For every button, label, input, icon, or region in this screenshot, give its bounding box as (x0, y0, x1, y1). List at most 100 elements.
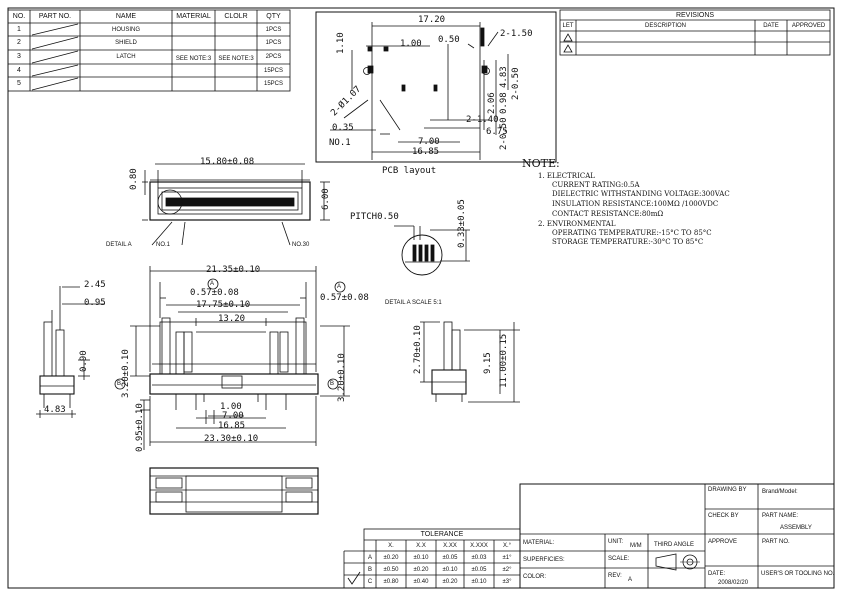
tb-part-name: PART NAME: (762, 513, 799, 519)
bom-row-no: 2 (17, 39, 21, 46)
note-line: CURRENT RATING:0.5A (552, 181, 640, 189)
bom-header-no: NO. (12, 13, 26, 20)
top-label-no30: NO.30 (292, 242, 310, 248)
front-datum-b-right: B (330, 381, 335, 387)
top-view-lines (142, 163, 330, 246)
pcb-dim-4-83: 4.83 (499, 66, 509, 88)
tolerance-cell: ±0.20 (383, 555, 399, 561)
revisions-description: DESCRIPTION (644, 23, 686, 29)
revisions-title: REVISIONS (675, 12, 715, 19)
pcb-dim-1-10: 1.10 (336, 32, 346, 54)
tolerance-col: X.XXX (470, 543, 488, 549)
title-block-lines (519, 483, 835, 589)
tb-color: COLOR: (523, 574, 547, 580)
bom-table-lines (7, 9, 291, 92)
bom-row-no: 1 (17, 26, 21, 33)
front-dim-1-00: 1.00 (220, 402, 242, 412)
right-side-view-lines (420, 321, 520, 403)
detail-a-lines (394, 225, 470, 276)
tolerance-col: X.XX (443, 543, 457, 549)
revisions-lines (559, 9, 831, 56)
bom-row-qty: 1PCS (265, 27, 282, 33)
top-dim-6-00: 6.00 (321, 188, 331, 210)
front-dim-0-95: 0.95±0.10 (135, 403, 145, 452)
tb-part-no: PART NO. (762, 539, 790, 545)
pcb-dim-1-00: 1.00 (400, 39, 422, 49)
front-datum-b-left: B (117, 381, 122, 387)
tb-drawing-by: DRAWING BY (708, 487, 747, 493)
pcb-dim-2-1-40: 2-1.40 (466, 115, 499, 125)
bom-header-name: NAME (115, 13, 137, 20)
pcb-dim-2-1-50: 2-1.50 (500, 29, 533, 39)
pcb-dim-0-98: 0.98 (499, 92, 509, 114)
front-dim-17-75: 17.75±0.10 (196, 300, 251, 310)
tb-check-by: CHECK BY (708, 513, 739, 519)
right-dim-11-00: 11.00±0.15 (499, 333, 509, 388)
bom-row-name: LATCH (116, 54, 136, 60)
front-dim-16-85: 16.85 (218, 421, 246, 431)
revisions-approved: APPROVED (791, 23, 826, 29)
pcb-dim-2-0-50-a: 2-0.50 (511, 67, 521, 100)
pcb-caption: PCB layout (382, 166, 437, 176)
bom-row-name: SHIELD (115, 40, 137, 46)
bom-row-name: HOUSING (111, 27, 140, 33)
bom-color-note: SEE NOTE:3 (218, 56, 254, 62)
tolerance-cell: ±0.05 (442, 555, 458, 561)
tolerance-col: X.° (502, 543, 512, 549)
tolerance-row-key: A (367, 555, 372, 561)
detail-dim-0-33: 0.33±0.05 (457, 199, 467, 248)
pcb-dim-17-20: 17.20 (418, 15, 446, 25)
tolerance-cell: ±2° (502, 567, 512, 573)
tolerance-row-key: B (367, 567, 372, 573)
pcb-dim-7-00: 7.00 (418, 137, 440, 147)
detail-pitch: PITCH0.50 (350, 212, 399, 222)
tb-date: DATE: (708, 571, 726, 577)
tb-users-tooling: USER'S OR TOOLING NO. (761, 571, 835, 577)
right-dim-2-70: 2.70±0.10 (413, 325, 423, 374)
tb-part-name-value: ASSEMBLY (780, 525, 812, 531)
tb-approve: APPROVE (708, 539, 738, 545)
tb-date-value: 2008/02/20 (718, 580, 749, 586)
tolerance-cell: ±0.20 (442, 579, 458, 585)
front-dim-23-30: 23.30±0.10 (204, 434, 259, 444)
left-dim-0-95: 0.95 (84, 298, 106, 308)
tb-scale: SCALE: (608, 556, 630, 562)
bom-row-no: 5 (17, 80, 21, 87)
tolerance-cell: ±0.10 (471, 579, 487, 585)
tolerance-row-key: C (367, 579, 373, 585)
left-side-view-lines (36, 286, 105, 418)
top-dim-0-80: 0.80 (129, 168, 139, 190)
front-dim-13-20: 13.20 (218, 314, 246, 324)
tolerance-cell: ±3° (502, 579, 512, 585)
pcb-layout-lines (315, 11, 557, 163)
bom-row-qty: 15PCS (263, 81, 283, 87)
front-datum-a-left: A (210, 281, 215, 287)
top-label-no1: NO.1 (156, 242, 171, 248)
bottom-view-lines (149, 467, 319, 515)
pcb-dim-16-85: 16.85 (412, 147, 440, 157)
bom-header-qty: QTY (266, 13, 281, 20)
tolerance-cell: ±0.50 (383, 567, 399, 573)
tolerance-cell: ±0.05 (471, 567, 487, 573)
bom-row-qty: 1PCS (265, 40, 282, 46)
tb-material: MATERIAL: (523, 540, 555, 546)
detail-caption: DETAIL A SCALE 5:1 (385, 300, 442, 306)
pcb-dim-2-0-50-b: 2-0.50 (499, 117, 509, 150)
bom-row-qty: 2PCS (265, 54, 282, 60)
left-dim-0-90: 0.90 (79, 350, 89, 372)
tb-unit: UNIT: (608, 539, 623, 545)
tb-superficies: SUPERFICIES: (523, 557, 565, 563)
tolerance-cell: ±1° (502, 555, 512, 561)
front-dim-3-20-left: 3.20±0.10 (121, 349, 131, 398)
right-dim-9-15: 9.15 (483, 352, 493, 374)
tolerance-cell: ±0.80 (383, 579, 399, 585)
bom-header-part: PART NO. (38, 13, 72, 20)
note-line: STORAGE TEMPERATURE:-30°C TO 85°C (552, 238, 704, 246)
note-line: INSULATION RESISTANCE:100MΩ /1000VDC (552, 200, 719, 208)
front-datum-a-right: A (337, 284, 342, 290)
left-dim-4-83: 4.83 (44, 405, 66, 415)
front-dim-0-57-left: 0.57±0.08 (190, 288, 239, 298)
tolerance-cell: ±0.40 (413, 579, 429, 585)
